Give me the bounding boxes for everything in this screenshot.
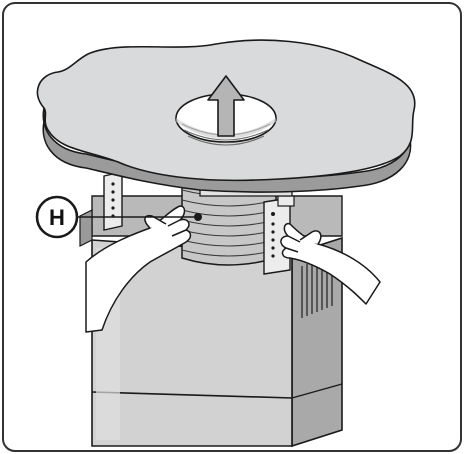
callout-label: H: [49, 205, 65, 230]
left-hand: [85, 205, 192, 333]
right-hand: [280, 222, 381, 305]
callout-circle-icon: H: [35, 195, 79, 239]
left-bracket: [103, 171, 123, 231]
up-arrow-icon: [207, 75, 245, 137]
